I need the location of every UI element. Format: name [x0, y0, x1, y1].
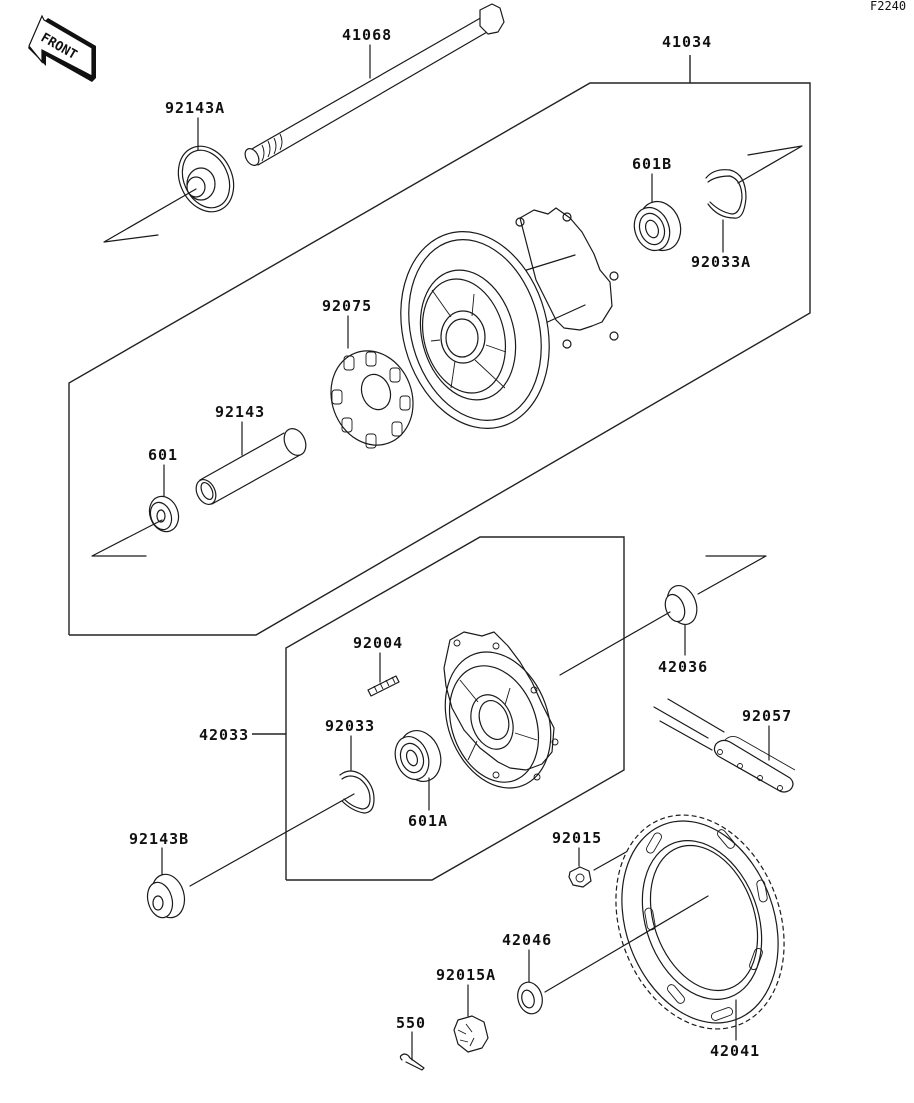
- part-601B-bearing[interactable]: [629, 173, 688, 256]
- label-41068[interactable]: 41068: [342, 26, 392, 44]
- label-92075[interactable]: 92075: [322, 297, 372, 315]
- coupling-assembly-frame: [252, 536, 625, 881]
- label-41034[interactable]: 41034: [662, 33, 712, 51]
- label-42033[interactable]: 42033: [199, 726, 249, 744]
- label-92143A[interactable]: 92143A: [165, 99, 225, 117]
- label-92057[interactable]: 92057: [742, 707, 792, 725]
- label-92143B[interactable]: 92143B: [129, 830, 189, 848]
- part-42046-washer[interactable]: [514, 949, 545, 1017]
- part-42036-collar[interactable]: [559, 555, 767, 676]
- label-601A[interactable]: 601A: [408, 812, 448, 830]
- part-92075-damper[interactable]: [318, 315, 426, 457]
- part-92004-stud[interactable]: [367, 652, 400, 697]
- hub-assembly-frame: [68, 55, 811, 636]
- part-92143A-collar[interactable]: [103, 117, 244, 243]
- label-42046[interactable]: 42046: [502, 931, 552, 949]
- label-601[interactable]: 601: [148, 446, 178, 464]
- label-601B[interactable]: 601B: [632, 155, 672, 173]
- label-550[interactable]: 550: [396, 1014, 426, 1032]
- label-92143[interactable]: 92143: [215, 403, 265, 421]
- part-labels: 41068 41034 92143A 601B 92033A 92075 921…: [129, 26, 792, 1060]
- part-41034-hub[interactable]: [380, 207, 619, 445]
- part-92033A-circlip[interactable]: [705, 145, 803, 253]
- front-arrow-icon: FRONT: [28, 14, 96, 82]
- label-92015[interactable]: 92015: [552, 829, 602, 847]
- part-42033-coupling[interactable]: [427, 631, 569, 803]
- part-41068-axle[interactable]: [242, 3, 505, 168]
- part-42041-sprocket[interactable]: [544, 791, 813, 1052]
- label-92033[interactable]: 92033: [325, 717, 375, 735]
- part-92057-chain[interactable]: [653, 698, 796, 793]
- part-550-cotter-pin[interactable]: [399, 1031, 425, 1071]
- label-42041[interactable]: 42041: [710, 1042, 760, 1060]
- diagram-code: F2240: [870, 0, 906, 13]
- label-92004[interactable]: 92004: [353, 634, 403, 652]
- label-92015A[interactable]: 92015A: [436, 966, 496, 984]
- label-92033A[interactable]: 92033A: [691, 253, 751, 271]
- part-92143-collar[interactable]: [192, 421, 310, 508]
- label-42036[interactable]: 42036: [658, 658, 708, 676]
- part-92033-circlip[interactable]: [189, 735, 375, 887]
- part-92143B-collar[interactable]: [144, 847, 189, 921]
- part-92015A-axle-nut[interactable]: [453, 984, 489, 1053]
- part-601A-bearing[interactable]: [389, 725, 447, 811]
- part-601-bearing[interactable]: [91, 464, 183, 557]
